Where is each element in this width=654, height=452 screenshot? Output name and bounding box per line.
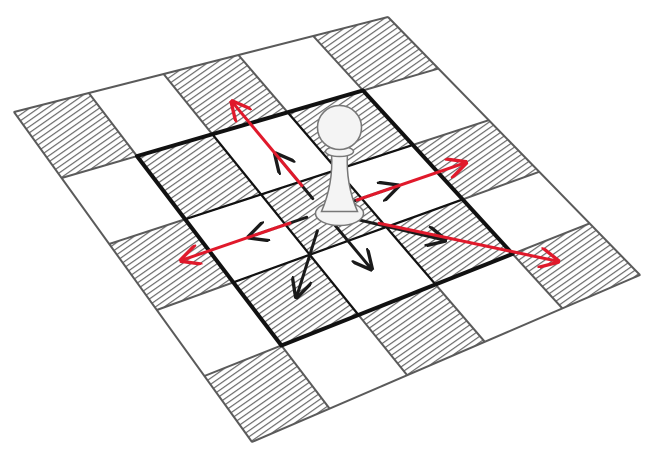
black-move-arrow (332, 222, 370, 267)
board-cells (12, 16, 642, 443)
pawn-head (316, 104, 363, 151)
pawn-piece (314, 104, 365, 227)
shaded-square (232, 254, 360, 347)
shaded-square (203, 344, 331, 443)
red-move-arrow (183, 221, 292, 260)
shaded-square (411, 119, 541, 201)
red-move-arrow (233, 103, 304, 188)
black-move-arrow (349, 216, 443, 240)
grid-line (13, 111, 253, 443)
black-move-arrow (297, 229, 319, 295)
red-move-arrow (355, 163, 464, 202)
shaded-square (108, 218, 235, 311)
red-move-arrow (377, 221, 556, 261)
shaded-square (312, 16, 440, 92)
shaded-square (511, 222, 642, 310)
grid-line (387, 16, 641, 276)
shaded-square (135, 133, 263, 220)
shaded-square (162, 54, 289, 135)
shaded-square (357, 283, 486, 376)
move-arrows (183, 103, 556, 295)
shaded-square (12, 92, 138, 179)
grid-line (13, 16, 389, 113)
grid-line (251, 274, 641, 443)
shaded-square (385, 198, 514, 286)
